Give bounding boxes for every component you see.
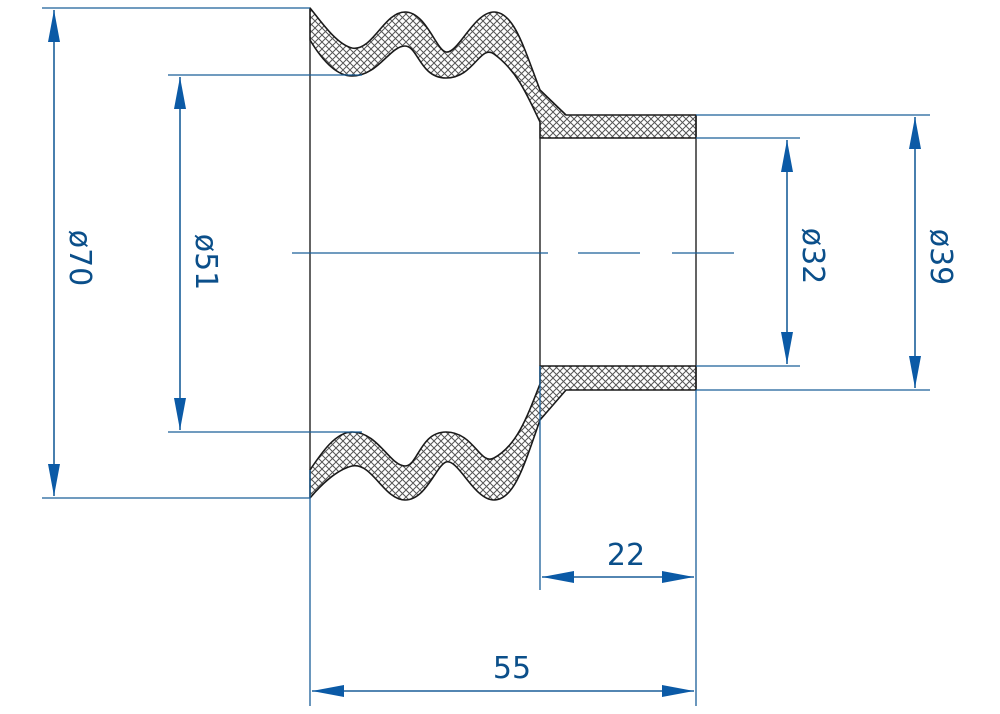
- label-diameter-39: ø39: [923, 229, 958, 286]
- label-diameter-51: ø51: [188, 234, 223, 291]
- dimension-length-22: 22: [542, 538, 694, 583]
- bellows-wall-bottom: [309, 365, 697, 501]
- dimension-diameter-39: ø39: [909, 117, 958, 388]
- dimension-diameter-32: ø32: [781, 140, 830, 364]
- dimension-diameter-51: ø51: [174, 77, 223, 430]
- bellows-wall-top: [309, 7, 697, 139]
- label-length-22: 22: [607, 538, 645, 573]
- label-diameter-32: ø32: [795, 228, 830, 285]
- extension-lines: [42, 7, 930, 706]
- label-diameter-70: ø70: [62, 230, 97, 287]
- dimension-diameter-70: ø70: [48, 10, 97, 496]
- dimension-length-55: 55: [312, 651, 694, 697]
- label-length-55: 55: [493, 651, 531, 686]
